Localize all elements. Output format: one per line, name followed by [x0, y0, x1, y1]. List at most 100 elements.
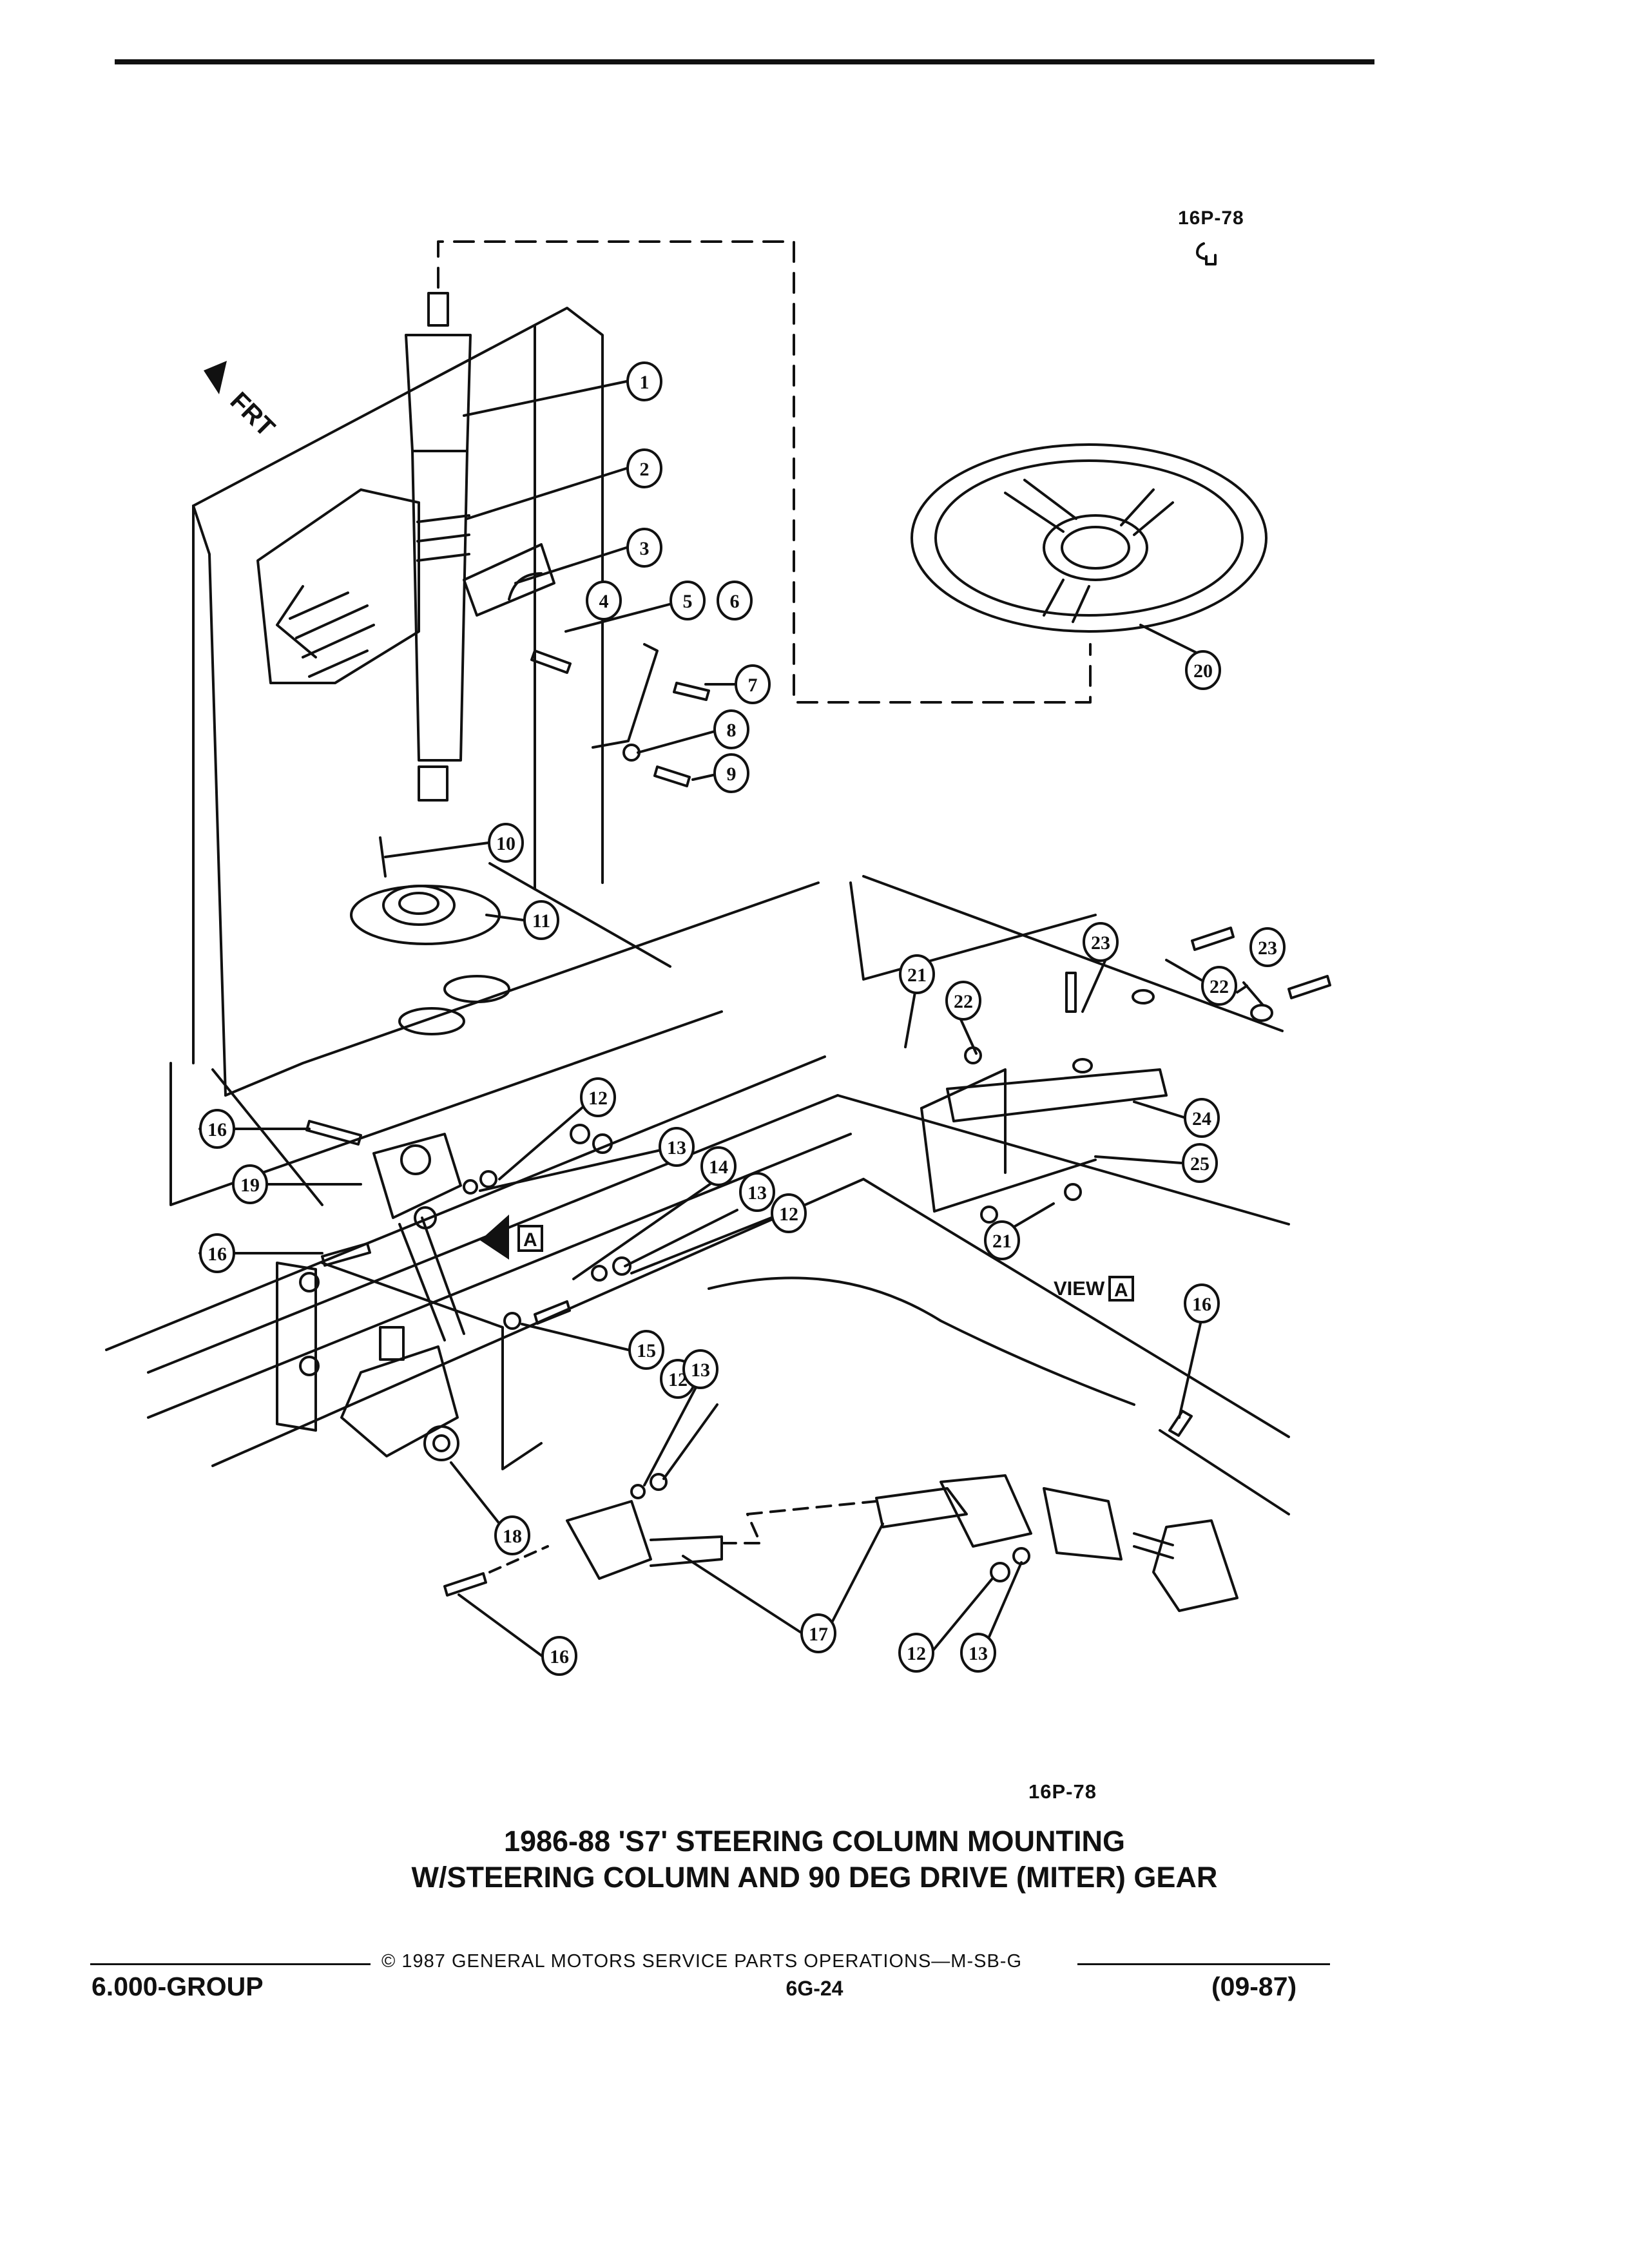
callout-circle: [700, 1146, 737, 1186]
callout-16: 16: [541, 1636, 577, 1676]
callout-circle: [628, 1330, 664, 1370]
callout-circle: [523, 900, 559, 940]
callout-number: 16: [207, 1244, 227, 1265]
callout-2: 2: [626, 448, 662, 488]
callout-circle: [713, 753, 749, 793]
callout-12: 12: [771, 1193, 807, 1233]
callout-number: 15: [637, 1340, 656, 1361]
callout-13: 13: [659, 1127, 695, 1167]
callout-circle: [1201, 966, 1237, 1006]
callout-23: 23: [1249, 927, 1286, 967]
callout-number: 16: [1192, 1294, 1211, 1315]
callout-number: 3: [640, 538, 650, 559]
callout-21: 21: [899, 954, 935, 994]
callout-circle: [626, 361, 662, 401]
callout-circle: [541, 1636, 577, 1676]
callout-number: 13: [747, 1182, 767, 1204]
callout-16: 16: [1184, 1283, 1220, 1323]
callout-number: 13: [691, 1360, 710, 1381]
callout-circle: [771, 1193, 807, 1233]
callout-22: 22: [1201, 966, 1237, 1006]
callout-number: 17: [809, 1624, 828, 1645]
callout-number: 4: [599, 591, 609, 612]
callout-16: 16: [199, 1109, 235, 1149]
callout-circle: [682, 1349, 718, 1389]
firewall-panel: [192, 307, 604, 884]
copyright-notice: © 1987 GENERAL MOTORS SERVICE PARTS OPER…: [381, 1951, 1022, 1972]
callout-number: 12: [907, 1643, 926, 1664]
callout-13: 13: [739, 1172, 775, 1212]
callout-22: 22: [945, 981, 981, 1021]
gm-logo-icon: [1196, 242, 1208, 260]
upper-u-joint: [372, 1133, 462, 1219]
callout-number: 20: [1193, 660, 1213, 682]
callout-number: 12: [779, 1204, 798, 1225]
callout-14: 14: [700, 1146, 737, 1186]
callout-number: 7: [748, 675, 758, 696]
view-a-label: VIEW A: [1054, 1276, 1134, 1302]
figure-code-bottom: 16P-78: [1028, 1780, 1097, 1803]
miter-gear-bracket: [276, 1262, 317, 1432]
callout-number: 5: [683, 591, 693, 612]
callout-number: 1: [640, 372, 650, 393]
steering-wheel: [911, 443, 1268, 633]
callout-number: 13: [969, 1643, 988, 1664]
callout-number: 22: [954, 991, 973, 1012]
group-label: 6.000-GROUP: [92, 1972, 264, 2001]
callout-number: 10: [496, 833, 516, 854]
callout-11: 11: [523, 900, 559, 940]
callout-number: 9: [727, 764, 737, 785]
callout-number: 6: [730, 591, 740, 612]
callout-3: 3: [626, 528, 662, 568]
callout-number: 11: [532, 910, 550, 932]
column-clamp: [463, 543, 555, 617]
callout-12: 12: [898, 1633, 934, 1673]
callout-circle: [494, 1515, 530, 1555]
callout-20: 20: [1185, 650, 1221, 690]
callout-18: 18: [494, 1515, 530, 1555]
lower-u-joint: [566, 1500, 652, 1580]
callout-23: 23: [1083, 922, 1119, 962]
callout-1: 1: [626, 361, 662, 401]
callout-number: 19: [240, 1175, 260, 1196]
callout-circle: [1249, 927, 1286, 967]
callout-9: 9: [713, 753, 749, 793]
callout-10: 10: [488, 823, 524, 863]
view-a-bracket: [849, 881, 1097, 981]
diagram-title: 1986-88 'S7' STEERING COLUMN MOUNTING W/…: [0, 1823, 1629, 1896]
callout-circle: [945, 981, 981, 1021]
date-code: (09-87): [1211, 1972, 1297, 2001]
callout-number: 21: [907, 965, 927, 986]
callout-19: 19: [232, 1164, 268, 1204]
callout-circle: [713, 709, 749, 749]
callout-circle: [984, 1220, 1020, 1260]
callout-12: 12: [580, 1077, 616, 1117]
callout-circle: [580, 1077, 616, 1117]
callout-number: 24: [1192, 1108, 1211, 1129]
callout-circle: [586, 581, 622, 620]
callout-5: 5: [670, 581, 706, 620]
callout-number: 16: [207, 1119, 227, 1140]
callout-circle: [1182, 1143, 1218, 1183]
callout-circle: [1184, 1283, 1220, 1323]
callout-25: 25: [1182, 1143, 1218, 1183]
top-rule: [115, 59, 1374, 64]
callout-circle: [199, 1109, 235, 1149]
callout-13: 13: [960, 1633, 996, 1673]
callout-8: 8: [713, 709, 749, 749]
callout-15: 15: [628, 1330, 664, 1370]
callout-circle: [960, 1633, 996, 1673]
callout-circle: [488, 823, 524, 863]
callout-circle: [659, 1127, 695, 1167]
view-arrow-letter: A: [523, 1229, 537, 1251]
callout-number: 25: [1190, 1153, 1210, 1175]
callout-circle: [800, 1613, 836, 1653]
callout-7: 7: [735, 664, 771, 704]
callout-circle: [1083, 922, 1119, 962]
footer-rule-left: [90, 1963, 371, 1965]
callout-24: 24: [1184, 1098, 1220, 1138]
page-number: 6G-24: [786, 1977, 843, 2000]
callout-circle: [899, 954, 935, 994]
